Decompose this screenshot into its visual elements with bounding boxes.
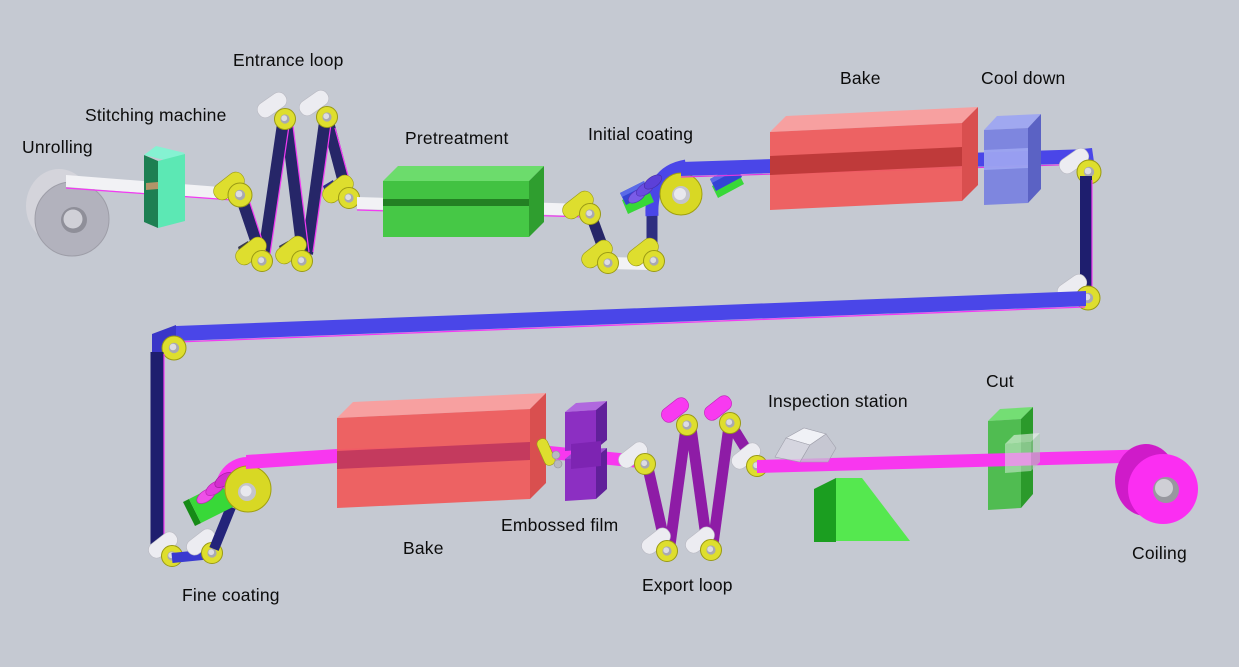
loop-bottom-roller [232, 233, 273, 272]
fine-coating-unit [145, 457, 272, 567]
deflection-roller [578, 236, 619, 274]
loop-top-roller [658, 394, 698, 436]
label-pretreatment: Pretreatment [405, 128, 509, 148]
strip-return-run [150, 144, 1102, 546]
strip-finish-right [757, 449, 1160, 473]
label-fine-coating: Fine coating [182, 585, 280, 605]
loop-bottom-roller [682, 523, 722, 561]
corner-roller [161, 335, 187, 361]
loop-entry-roller [615, 438, 656, 475]
coiling-coil [1115, 444, 1198, 524]
embossing-station [536, 401, 607, 501]
deflection-roller [559, 187, 601, 225]
coating-roll [659, 172, 703, 216]
exit-roller [319, 171, 360, 209]
label-stitching-machine: Stitching machine [85, 105, 227, 125]
initial-coating-unit [559, 159, 744, 274]
loop-exit-roller [728, 439, 768, 477]
label-initial-coating: Initial coating [588, 124, 694, 144]
loop-top-roller [296, 86, 338, 128]
inspection-station-unit [774, 427, 910, 542]
coating-roll [224, 465, 272, 513]
loop-bottom-roller [272, 232, 313, 272]
label-export-loop: Export loop [642, 575, 733, 595]
export-loop-unit [615, 392, 768, 562]
pretreatment-unit [383, 166, 544, 237]
label-bake-top: Bake [840, 68, 881, 88]
cutter-blade [1005, 433, 1040, 473]
stitching-machine-unit [144, 146, 185, 228]
bake-oven-bottom [337, 393, 546, 508]
entrance-roller [210, 168, 253, 208]
label-cut: Cut [986, 371, 1014, 391]
loop-top-roller [701, 392, 741, 434]
entrance-loop-unit [210, 86, 360, 272]
label-bake-bottom: Bake [403, 538, 444, 558]
label-coiling: Coiling [1132, 543, 1187, 563]
cool-down-unit [984, 114, 1041, 205]
label-inspection-station: Inspection station [768, 391, 908, 411]
loop-bottom-roller [638, 524, 678, 562]
applicator-rollers [627, 174, 663, 204]
label-embossed-film: Embossed film [501, 515, 619, 535]
paint-tray [183, 483, 233, 526]
pinch-roller [536, 438, 563, 469]
loop-top-roller [254, 88, 296, 130]
label-entrance-loop: Entrance loop [233, 50, 344, 70]
inspection-ramp [814, 478, 910, 542]
label-unrolling: Unrolling [22, 137, 93, 157]
bake-oven-top [770, 107, 978, 210]
label-cool-down: Cool down [981, 68, 1066, 88]
